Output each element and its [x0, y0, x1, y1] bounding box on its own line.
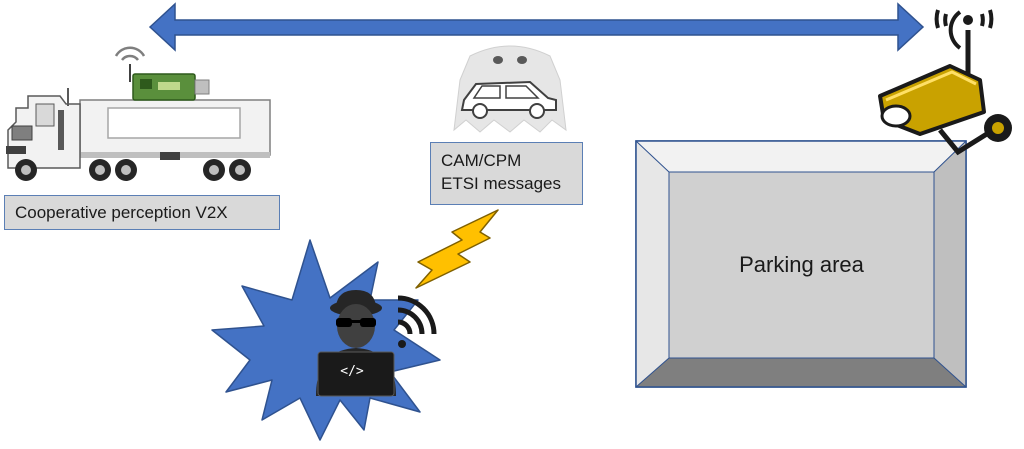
semi-truck-icon: [6, 88, 271, 181]
ghost-car-icon: [453, 45, 567, 133]
messages-label: CAM/CPM ETSI messages: [430, 142, 583, 205]
hacker-icon: [316, 290, 437, 397]
lightning-icon: [415, 209, 499, 289]
messages-label-line1: CAM/CPM: [441, 151, 522, 170]
parking-area-box: [635, 140, 967, 388]
v2x-dongle-icon: [114, 46, 210, 101]
double-arrow: [148, 2, 925, 52]
code-tag: </>: [340, 364, 364, 379]
v2x-label: Cooperative perception V2X: [4, 195, 280, 230]
v2x-label-text: Cooperative perception V2X: [15, 203, 228, 222]
explosion-burst: [211, 239, 441, 441]
messages-label-line2: ETSI messages: [441, 174, 561, 193]
roadside-camera-icon: [878, 9, 1012, 156]
parking-area-text: Parking area: [739, 252, 864, 277]
parking-area-label: Parking area: [669, 172, 934, 358]
